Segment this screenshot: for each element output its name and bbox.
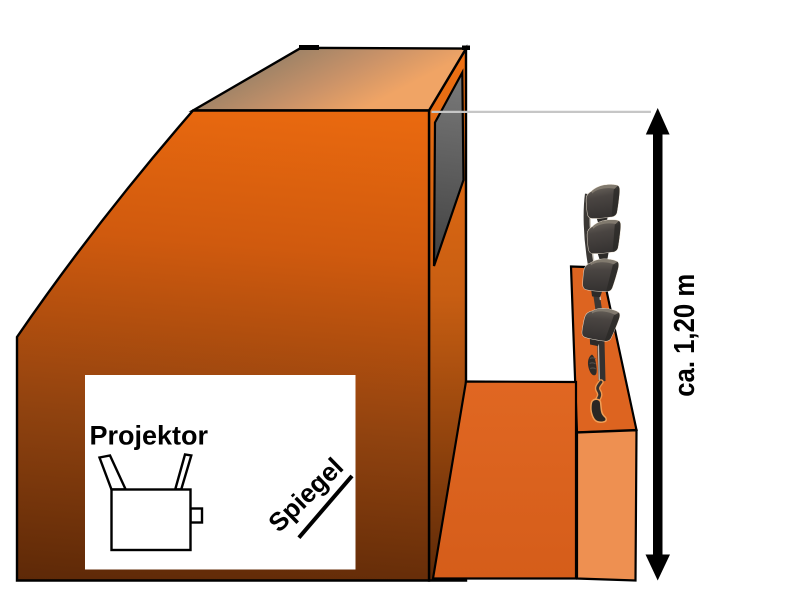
svg-text:ca. 1,20 m: ca. 1,20 m: [669, 274, 701, 397]
svg-text:Projektor: Projektor: [90, 421, 209, 451]
